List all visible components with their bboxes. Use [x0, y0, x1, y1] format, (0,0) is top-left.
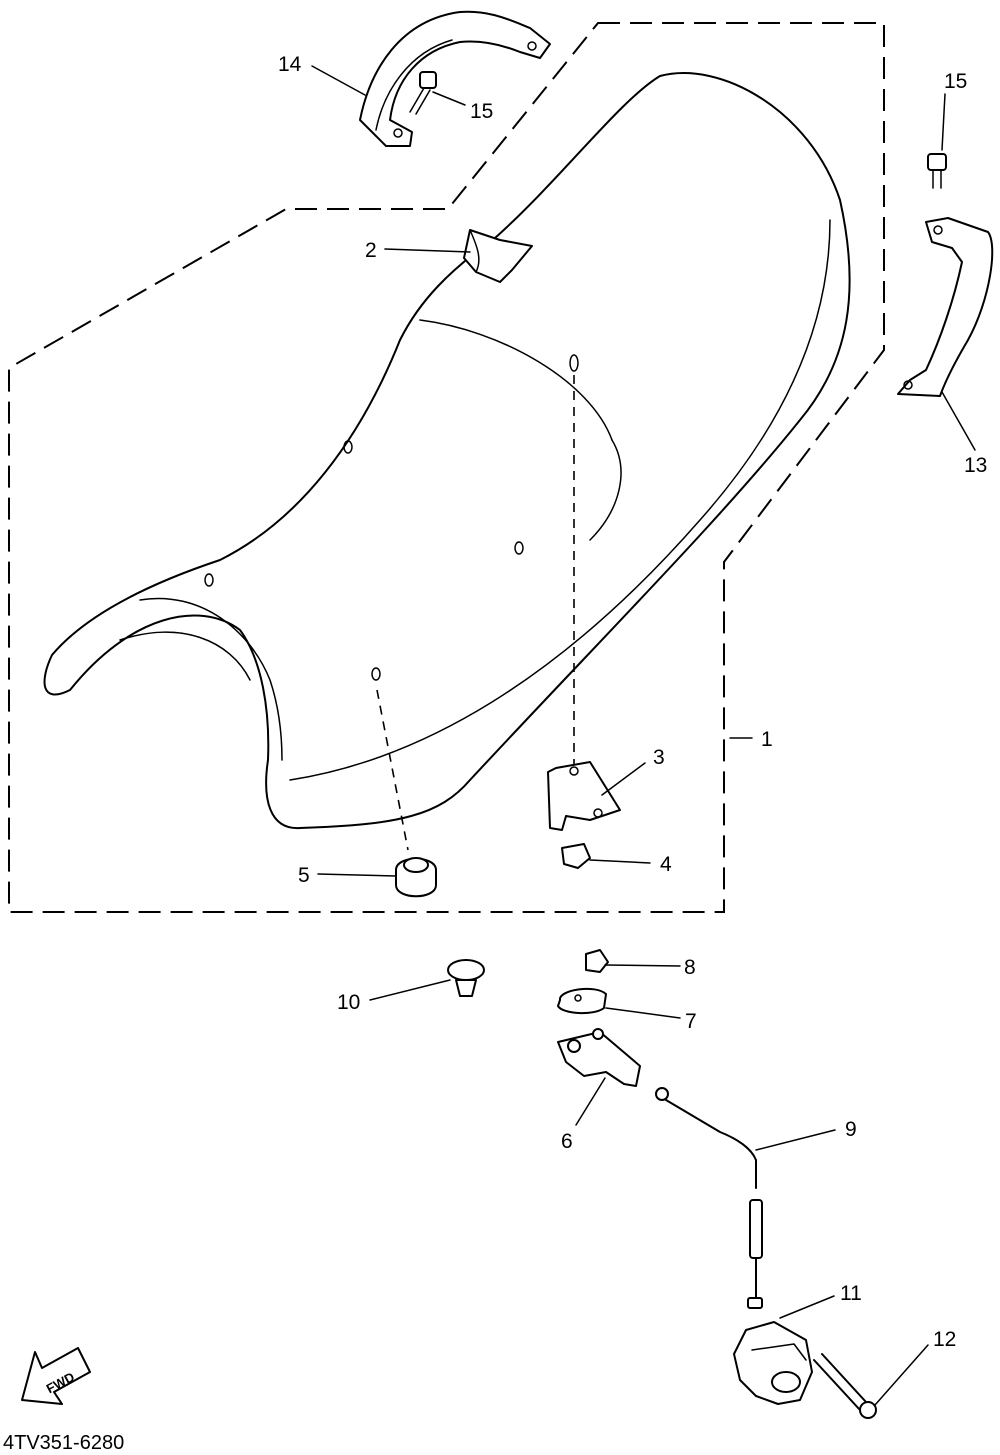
plate-part-7 — [557, 987, 607, 1014]
callout-1: 1 — [761, 728, 773, 751]
callout-4: 4 — [660, 853, 672, 876]
callout-5: 5 — [298, 864, 310, 887]
callout-3: 3 — [653, 746, 665, 769]
callout-2: 2 — [365, 239, 377, 262]
callout-11: 11 — [840, 1282, 862, 1305]
callout-15-left: 15 — [470, 100, 493, 123]
bracket-part-3 — [547, 761, 621, 831]
seat-lock-part-11 — [733, 1321, 813, 1405]
cable-part-9 — [655, 1087, 763, 1309]
callout-15-right: 15 — [944, 70, 967, 93]
grab-bar-part-13 — [897, 217, 994, 397]
forward-arrow-icon: FWD — [21, 1347, 91, 1405]
callout-13: 13 — [964, 454, 987, 477]
callout-12: 12 — [933, 1328, 956, 1351]
damper-part-10 — [447, 959, 485, 997]
callout-6: 6 — [561, 1130, 573, 1153]
grab-bar-part-14 — [359, 10, 551, 147]
callout-7: 7 — [685, 1010, 697, 1033]
callout-14: 14 — [278, 53, 302, 76]
leader-lines — [311, 65, 976, 1406]
callout-9: 9 — [845, 1118, 857, 1141]
damper-part-5 — [395, 857, 437, 898]
nut-part-4 — [561, 843, 591, 869]
nut-part-8 — [585, 949, 609, 973]
callout-10: 10 — [337, 991, 360, 1014]
seat — [43, 72, 851, 830]
emblem-part-2 — [463, 229, 533, 283]
bolt-part-12 — [813, 1353, 877, 1419]
seat-assembly-boundary — [8, 22, 885, 913]
guide-line-damper — [376, 689, 409, 851]
bolt-part-15-left — [409, 71, 437, 115]
lock-hook-part-6 — [557, 1028, 641, 1087]
callout-8: 8 — [684, 956, 696, 979]
bolt-part-15-right — [927, 153, 947, 189]
drawing-number: 4TV351-6280 — [3, 1432, 124, 1454]
